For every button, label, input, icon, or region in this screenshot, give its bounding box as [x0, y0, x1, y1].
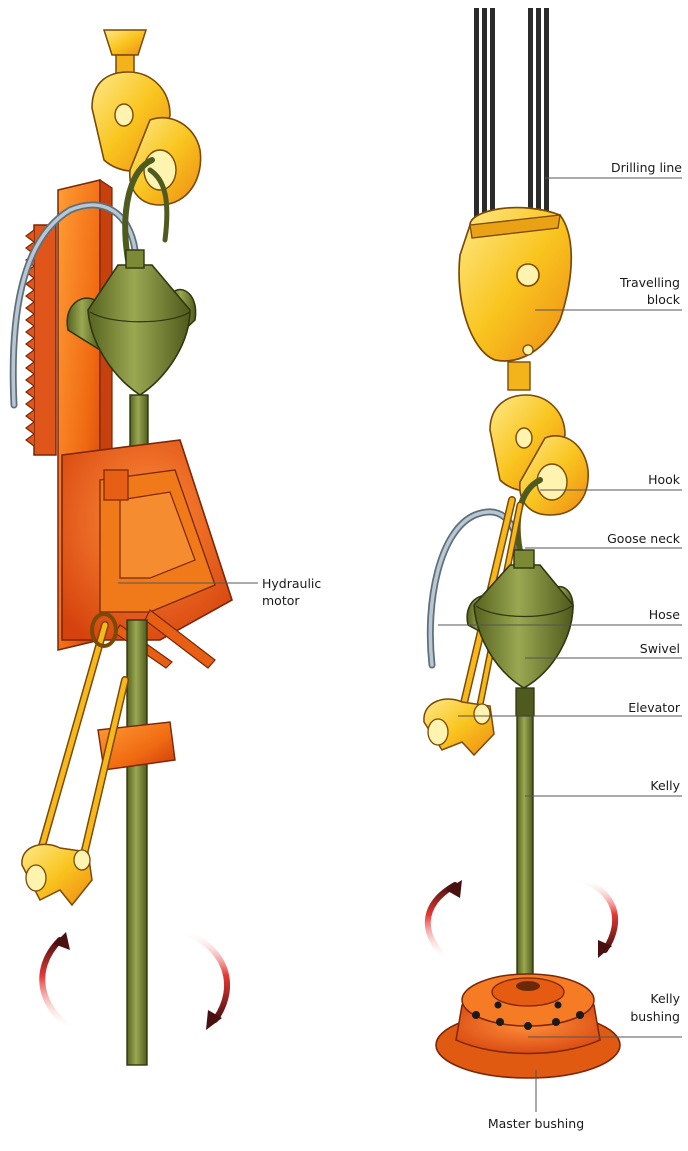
- swivel-right: [467, 550, 573, 688]
- kelly-bushing: [492, 978, 564, 1006]
- label-travelling-block-1: Travelling: [619, 275, 680, 290]
- label-drilling-line: Drilling line: [611, 160, 682, 175]
- callout-goose-neck: Goose neck: [525, 531, 682, 548]
- elevator-left: [22, 844, 92, 905]
- label-kelly-bushing-1: Kelly: [650, 991, 680, 1006]
- label-hose: Hose: [649, 607, 681, 622]
- travelling-block: [459, 208, 571, 390]
- kelly-rod: [517, 716, 533, 986]
- rotation-arrow-left-2: [428, 885, 455, 960]
- elevator-right: [424, 699, 494, 755]
- label-goose-neck: Goose neck: [607, 531, 681, 546]
- kelly-assembly: [424, 8, 620, 1078]
- label-master-bushing: Master bushing: [488, 1116, 584, 1131]
- label-elevator: Elevator: [628, 700, 681, 715]
- callout-kelly: Kelly: [525, 778, 682, 796]
- label-travelling-block-2: block: [647, 292, 681, 307]
- rotation-arrow-right-2: [578, 878, 615, 950]
- drilling-line: [474, 8, 549, 223]
- callout-drilling-line: Drilling line: [545, 160, 682, 178]
- callout-master-bushing: Master bushing: [488, 1070, 584, 1131]
- rotation-arrow-right: [180, 930, 227, 1020]
- label-hydraulic-motor-1: Hydraulic: [262, 576, 321, 591]
- master-bushing: [436, 974, 620, 1078]
- label-kelly: Kelly: [650, 778, 680, 793]
- rotation-arrow-left: [42, 940, 75, 1030]
- label-kelly-bushing-2: bushing: [630, 1009, 680, 1024]
- hook-right: [490, 395, 588, 515]
- label-hook: Hook: [648, 472, 681, 487]
- label-swivel: Swivel: [640, 641, 680, 656]
- hook-left: [92, 30, 201, 205]
- top-drive-assembly: [13, 30, 232, 1065]
- label-hydraulic-motor-2: motor: [262, 593, 300, 608]
